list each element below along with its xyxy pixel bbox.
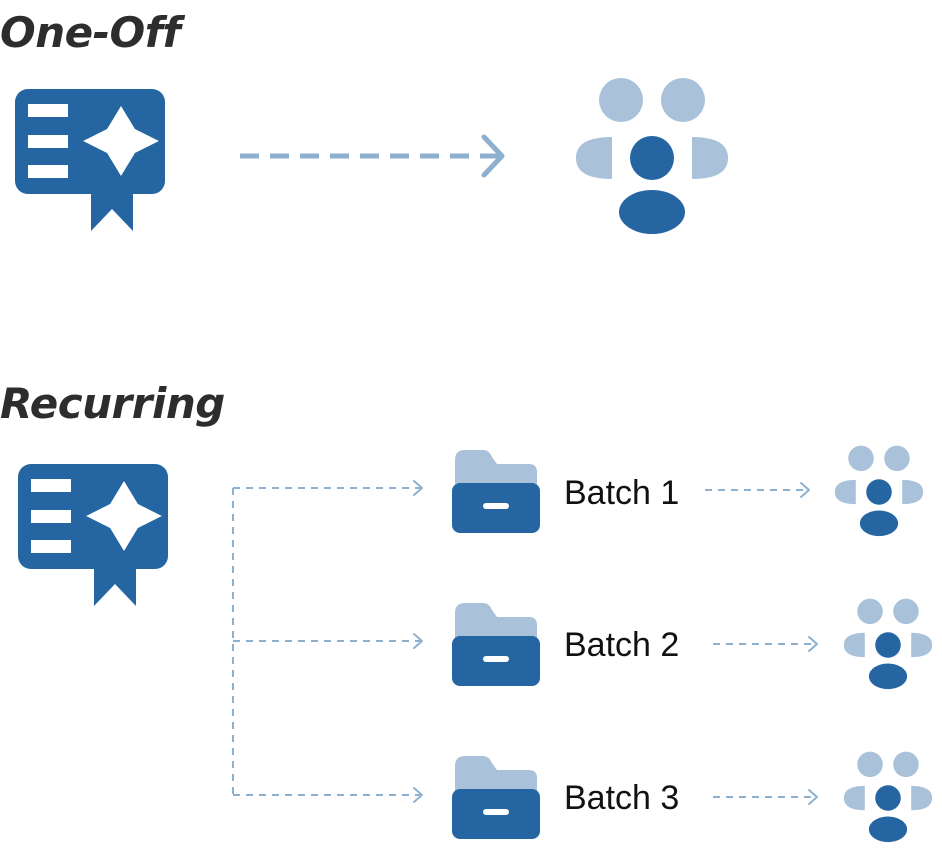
batch-1-label: Batch 1 [564, 474, 680, 512]
one-off-arrow [240, 134, 505, 178]
batch-2-folder-icon [452, 603, 540, 686]
batch-3-label: Batch 3 [564, 779, 680, 817]
batch-1-user-group-icon [834, 445, 924, 537]
one-off-title: One-Off [0, 8, 181, 57]
one-off-user-group-icon [576, 78, 728, 234]
branch-connector [232, 487, 420, 796]
batch-1-arrow [705, 482, 810, 498]
batch-3-arrow [713, 789, 818, 805]
batch-3-user-group-icon [843, 751, 933, 843]
batch-3-folder-icon [452, 756, 540, 839]
one-off-certificate-icon [15, 89, 165, 231]
batch-2-arrow [713, 636, 818, 652]
batch-2-user-group-icon [843, 598, 933, 690]
recurring-certificate-icon [18, 464, 168, 606]
recurring-title: Recurring [0, 379, 225, 428]
branch-arrowheads [413, 480, 423, 803]
batch-1-folder-icon [452, 450, 540, 533]
batch-2-label: Batch 2 [564, 626, 680, 664]
